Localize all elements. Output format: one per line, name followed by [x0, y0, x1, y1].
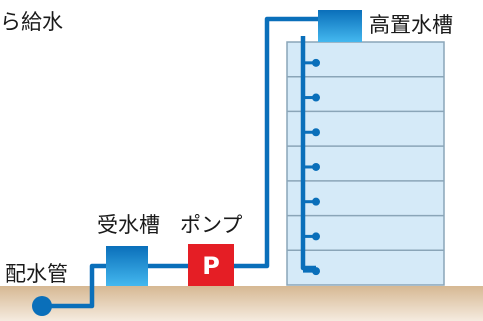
water-main-label: 配水管 — [5, 262, 68, 286]
faucet-outlet — [312, 232, 320, 241]
faucet-outlet — [312, 128, 320, 137]
building — [286, 41, 445, 286]
pump-symbol: P — [202, 252, 220, 280]
faucet-outlet — [312, 267, 320, 276]
floor-lines — [287, 75, 444, 252]
branch-outlets — [303, 58, 320, 276]
faucet-outlet — [312, 93, 320, 102]
faucet-outlet — [312, 197, 320, 206]
receiving-tank-label: 受水槽 — [97, 213, 160, 237]
downfeed-pipe — [300, 36, 316, 271]
receiving-tank — [106, 246, 148, 286]
pump-label: ポンプ — [180, 213, 243, 237]
faucet-outlet — [312, 162, 320, 171]
faucet-outlet — [312, 58, 320, 67]
elevated-tank — [318, 10, 362, 42]
riser-pipe — [234, 16, 318, 269]
pipes — [42, 16, 318, 309]
water-main-pipe — [42, 263, 106, 309]
pump — [188, 244, 234, 286]
elevated-tank-label: 高置水槽 — [369, 13, 453, 37]
ground — [0, 286, 483, 321]
water-main-icon — [32, 296, 52, 316]
title-fragment: ら給水 — [0, 10, 63, 34]
